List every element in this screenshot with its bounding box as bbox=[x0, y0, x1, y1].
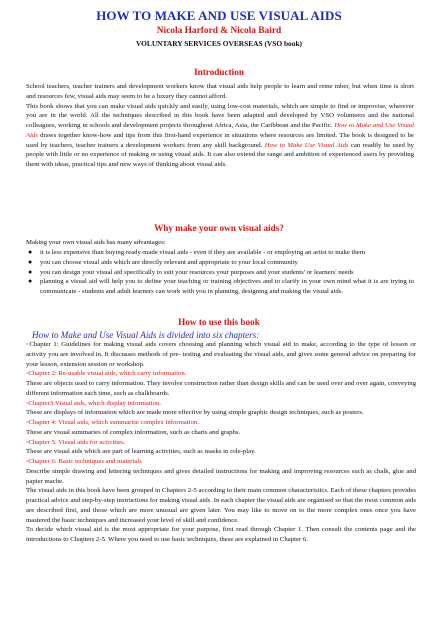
chapter-1-entry: ◦Chapter 1: Guidelines for making visual… bbox=[26, 340, 416, 369]
chapter-5-label: ◦Chapter 5: Visual aids for activities. bbox=[26, 438, 416, 448]
advantages-list: ● it is less expensive than buying ready-… bbox=[26, 248, 414, 297]
authors-line: Nicola Harford & Nicola Baird bbox=[156, 26, 282, 36]
chapter-marker-icon: ◦ bbox=[26, 438, 29, 446]
chapter-label: Chapter 1: bbox=[29, 341, 62, 348]
publisher-line: VOLUNTARY SERVICES OVERSEAS (VSO book) bbox=[135, 39, 303, 48]
chapter-marker-icon: ◦ bbox=[26, 419, 29, 426]
chapter-2-label: ◦Chapter 2: Re-usable visual aids, which… bbox=[26, 369, 416, 379]
why-intro: Making your own visual aids has many adv… bbox=[26, 239, 166, 246]
bullet-icon: ● bbox=[28, 267, 33, 276]
closing-paragraph-2: To decide which visual aid is the most a… bbox=[26, 526, 416, 543]
chapter-3-label: ◦Chapter3:Visual aids, which display inf… bbox=[26, 399, 416, 409]
list-item: ● you can choose visual aids which are di… bbox=[26, 258, 414, 268]
book-title-reference-2: How to Make Use Visual Aids bbox=[264, 141, 349, 149]
list-item-text: you can choose visual aids which are dir… bbox=[40, 258, 298, 266]
chapter-label: Chapter 6: Basic techniques and material… bbox=[28, 458, 142, 465]
chapter-5-description: These are visual aids which are part of … bbox=[26, 448, 256, 456]
bullet-icon: ● bbox=[28, 257, 33, 266]
chapters-subheading: How to Make and Use Visual Aids is divid… bbox=[32, 330, 260, 340]
chapter-2-description: These are objects used to carry informat… bbox=[26, 380, 416, 397]
list-item-text: you can design your visual aid specifica… bbox=[40, 268, 354, 276]
chapter-3-description: These are displays of information which … bbox=[26, 409, 364, 417]
chapter-label: Chapter 4: Visual aids, which summarise … bbox=[28, 419, 200, 426]
chapter-marker-icon: ◦ bbox=[26, 341, 30, 348]
intro-text-a: This book shows that you can make visual… bbox=[26, 102, 414, 130]
chapter-marker-icon: ◦ bbox=[26, 458, 29, 465]
introduction-paragraph-2: This book shows that you can make visual… bbox=[26, 102, 414, 170]
chapters-section: ◦Chapter 1: Guidelines for making visual… bbox=[26, 340, 416, 545]
introduction-paragraph-1: School teachers, teacher trainers and de… bbox=[26, 83, 414, 100]
bullet-icon: ● bbox=[28, 248, 33, 256]
chapter-marker-icon: ◦ bbox=[26, 370, 29, 378]
chapter-label: Chapter 5: Visual aids for activities. bbox=[28, 438, 126, 446]
chapter-6-description: Describe simple drawing and lettering te… bbox=[26, 467, 416, 485]
chapter-label: Chapter 2: Re-usable visual aids, which … bbox=[28, 370, 187, 378]
introduction-heading: Introduction bbox=[194, 67, 244, 77]
chapter-label: Chapter3:Visual aids, which display info… bbox=[28, 399, 162, 407]
intro-text-c: can readily be used by people with littl… bbox=[26, 141, 414, 169]
document-title: HOW TO MAKE AND USE VISUAL AIDS bbox=[96, 8, 342, 23]
list-item: ● it is less expensive than buying ready-… bbox=[26, 248, 414, 258]
book-title-reference: How to Make and Use Visual Aids bbox=[26, 122, 414, 139]
chapter-4-description: These are visual summaries of complex in… bbox=[26, 428, 241, 436]
chapter-description: Guidelines for making visual aids covers… bbox=[26, 341, 416, 368]
chapter-6-label: ◦Chapter 6: Basic techniques and materia… bbox=[26, 457, 416, 467]
how-to-use-heading: How to use this book bbox=[178, 317, 260, 327]
list-item-text: planning a visual aid will help you to d… bbox=[40, 278, 414, 295]
intro-text-b: draws together know-how and tips from th… bbox=[26, 131, 414, 149]
chapter-4-label: ◦Chapter 4: Visual aids, which summarise… bbox=[26, 418, 416, 428]
chapter-marker-icon: ◦ bbox=[26, 399, 29, 407]
list-item: ● planning a visual aid will help you to … bbox=[26, 277, 414, 297]
list-item: ● you can design your visual aid specific… bbox=[26, 268, 414, 278]
bullet-icon: ● bbox=[28, 277, 33, 286]
why-heading: Why make your own visual aids? bbox=[154, 223, 284, 233]
closing-paragraph-1: The visual aids in this book have been g… bbox=[26, 487, 416, 524]
list-item-text: it is less expensive than buying ready-m… bbox=[40, 249, 366, 256]
